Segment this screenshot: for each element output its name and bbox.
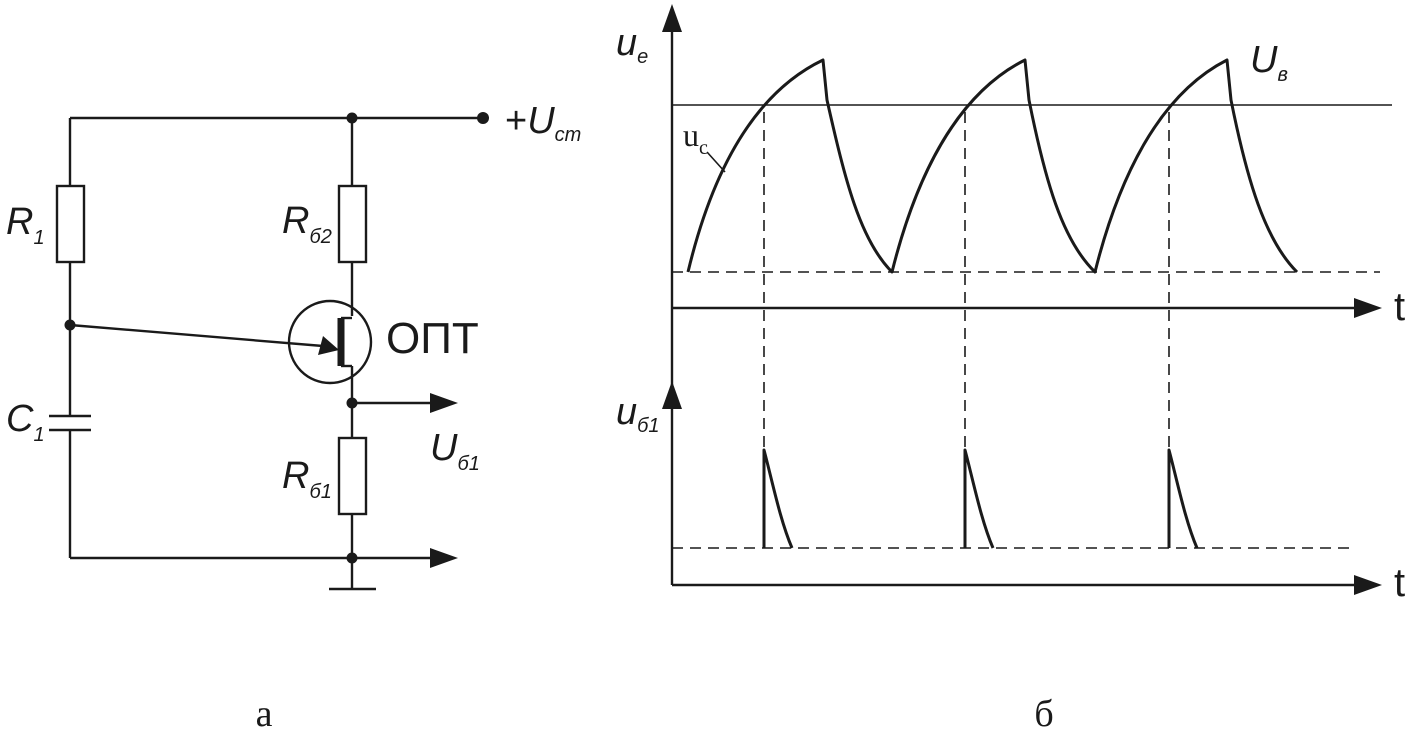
label-transistor: ОПТ bbox=[386, 314, 479, 363]
resistor-rb2 bbox=[337, 184, 368, 264]
transistor-body bbox=[287, 299, 373, 385]
label-r1: R1 bbox=[6, 201, 45, 249]
lower-y-axis-arrow bbox=[662, 381, 682, 409]
upper-time-axis-arrow bbox=[1354, 298, 1382, 318]
output-pulse-3 bbox=[1167, 448, 1199, 549]
label-c1: C1 bbox=[6, 398, 45, 446]
caption-left: а bbox=[256, 693, 273, 731]
output-arrow bbox=[430, 393, 458, 413]
output-pulse-1 bbox=[762, 448, 794, 549]
transistor-emitter-lead bbox=[69, 323, 324, 348]
label-rb2: Rб2 bbox=[282, 200, 332, 248]
label-rb1: Rб1 bbox=[282, 455, 332, 503]
label-capacitor-voltage: uc bbox=[683, 117, 708, 159]
circuit-diagram: +Uст R1 Rб2 C1 ОПТ Uб1 Rб1 bbox=[6, 100, 581, 591]
label-supply: +Uст bbox=[505, 100, 581, 146]
supply-terminal bbox=[477, 112, 489, 124]
label-lower-axis: uб1 bbox=[616, 391, 660, 437]
label-output: Uб1 bbox=[430, 427, 480, 475]
upper-y-axis-arrow bbox=[662, 4, 682, 32]
curve-label-leader bbox=[706, 151, 726, 173]
label-upper-time: t bbox=[1394, 285, 1405, 329]
timing-diagram: uе Uв uc t uб1 t bbox=[616, 4, 1405, 605]
resistor-rb1 bbox=[337, 436, 368, 516]
lower-time-axis-arrow bbox=[1354, 575, 1382, 595]
label-threshold: Uв bbox=[1250, 39, 1288, 86]
caption-right: б bbox=[1034, 693, 1053, 731]
resistor-r1 bbox=[55, 184, 86, 264]
label-upper-axis: uе bbox=[616, 22, 648, 68]
emitter-arrow-icon bbox=[318, 336, 339, 355]
capacitor-voltage-curve bbox=[686, 58, 1299, 274]
ground-output-arrow bbox=[430, 548, 458, 568]
output-pulse-2 bbox=[963, 448, 995, 549]
label-lower-time: t bbox=[1394, 561, 1405, 605]
